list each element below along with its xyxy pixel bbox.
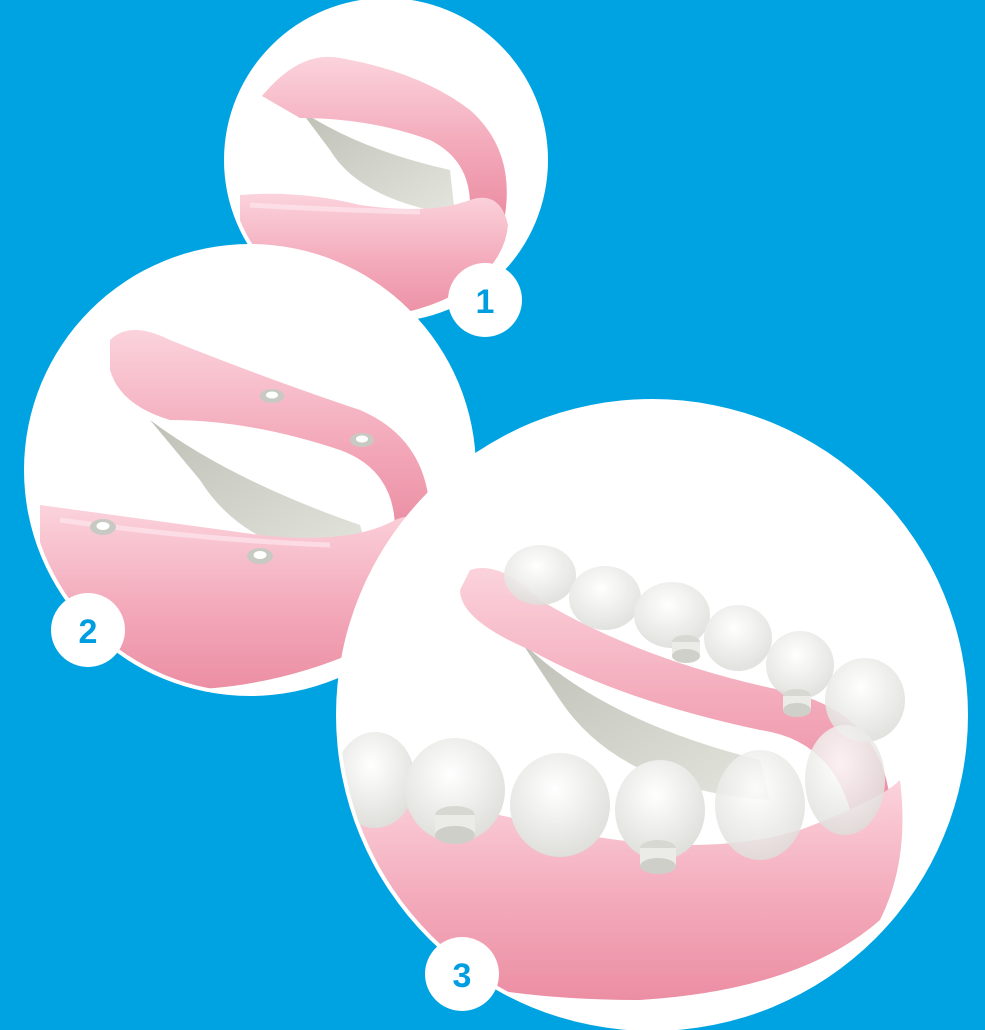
implant-marker: [90, 519, 116, 535]
implant-marker: [260, 389, 284, 403]
implant-marker: [247, 548, 273, 564]
implant-abutment: [435, 806, 475, 844]
step-3-badge: 3: [425, 937, 499, 1011]
step-3-number: 3: [453, 957, 472, 995]
step-1-badge: 1: [448, 263, 522, 337]
implant-abutment: [672, 635, 700, 663]
step-2-badge: 2: [51, 593, 125, 667]
implant-abutment: [640, 840, 676, 874]
implant-abutment: [783, 689, 811, 717]
step-1-number: 1: [476, 283, 495, 321]
implant-marker: [350, 433, 374, 447]
step-3: [335, 399, 968, 1030]
step-2-number: 2: [79, 613, 98, 651]
